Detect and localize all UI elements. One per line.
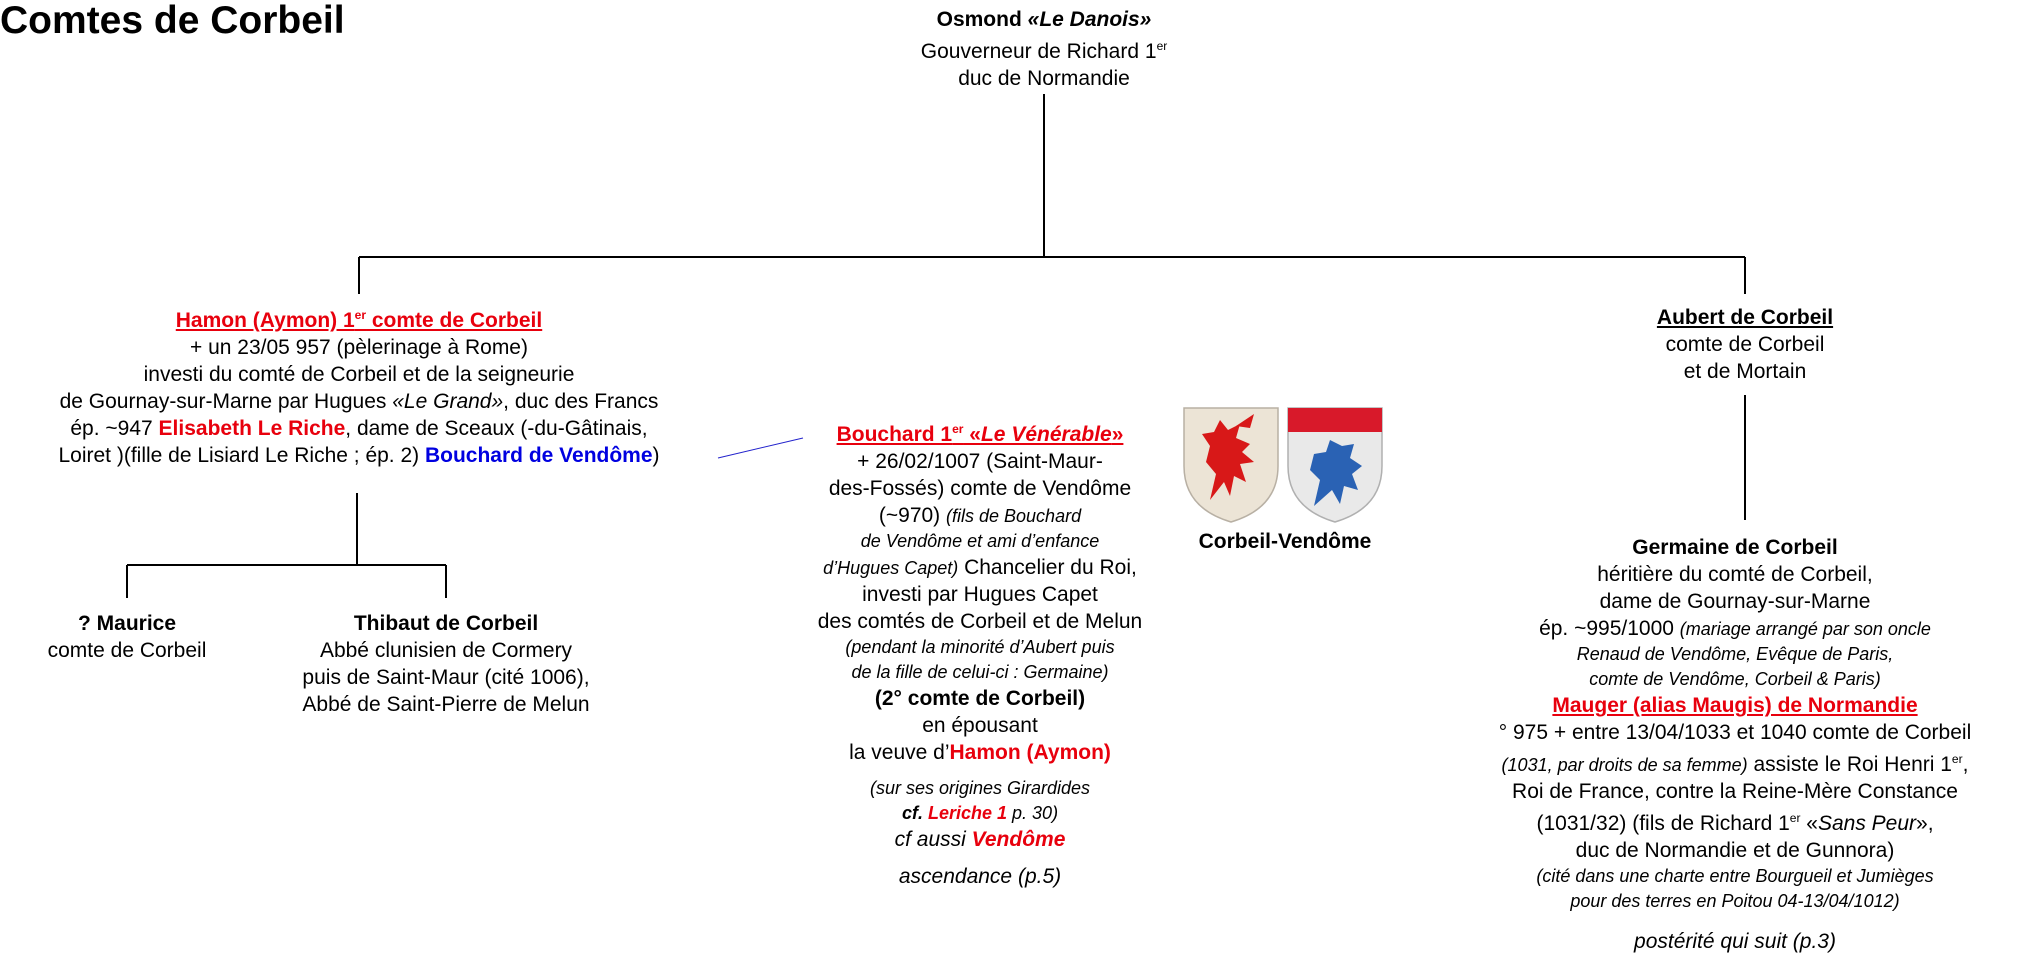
coat-of-arms-group: Corbeil-Vendôme [1180,404,1390,564]
thibaut-line3: Abbé de Saint-Pierre de Melun [302,693,590,716]
bouchard-line12a: la veuve d’ [849,741,950,764]
osmond-nickname: «Le Danois» [1027,8,1152,31]
bouchard-line4: de Vendôme et ami d’enfance [860,531,1100,551]
shield-corbeil-icon [1183,407,1279,523]
germaine-line11: (cité dans une charte entre Bourgueil et… [1536,866,1934,886]
bouchard-note2c: p. 30) [1012,803,1059,823]
person-osmond: Osmond «Le Danois» Gouverneur de Richard… [844,6,1244,92]
germaine-line10: duc de Normandie et de Gunnora) [1575,839,1895,862]
person-bouchard: Bouchard 1er «Le Vénérable» + 26/02/1007… [780,416,1180,890]
germaine-line9b: « [1800,812,1818,835]
bouchard-title-guillemet: « [963,423,981,446]
germaine-line3b: (mariage arrangé par son oncle [1679,619,1931,639]
hamon-title: Hamon (Aymon) 1 [175,309,355,332]
hamon-line1: + un 23/05 957 (pèlerinage à Rome) [190,336,528,359]
bouchard-title-sup: er [952,422,964,436]
bouchard-line2: des-Fossés) comte de Vendôme [828,477,1132,500]
germaine-line7b: assiste le Roi Henri 1 [1747,753,1952,776]
person-aubert: Aubert de Corbeil comte de Corbeil et de… [1595,304,1895,385]
osmond-line1-sup: er [1156,39,1168,53]
coats-of-arms [1183,407,1383,523]
bouchard-line6: investi par Hugues Capet [862,583,1098,606]
germaine-line9a: (1031/32) (fils de Richard 1 [1536,812,1790,835]
germaine-line6: ° 975 + entre 13/04/1033 et 1040 comte d… [1498,721,1972,744]
germaine-line5: comte de Vendôme, Corbeil & Paris) [1589,669,1881,689]
hamon-line2: investi du comté de Corbeil et de la sei… [143,363,575,386]
arms-caption: Corbeil-Vendôme [1198,530,1372,553]
bouchard-line11: en épousant [922,714,1038,737]
hamon-link-bouchard[interactable]: Bouchard de Vendôme [424,444,653,467]
hamon-title-rest: comte de Corbeil [366,309,543,332]
shield-vendome-icon [1287,407,1383,523]
bouchard-line3a: (~970) [878,504,947,527]
bouchard-line5b: Chancelier du Roi, [958,556,1137,579]
bouchard-note2a: cf. [901,803,923,823]
bouchard-link-leriche[interactable]: Leriche 1 [927,803,1008,823]
person-thibaut: Thibaut de Corbeil Abbé clunisien de Cor… [246,610,646,718]
maurice-name: ? Maurice [77,612,177,635]
bouchard-line5a: d’Hugues Capet) [823,558,959,578]
osmond-line1: Gouverneur de Richard 1 [920,40,1157,63]
germaine-link-posterite[interactable]: postérité qui suit (p.3) [1634,930,1836,953]
germaine-line7c: , [1962,753,1969,776]
aubert-name[interactable]: Aubert de Corbeil [1656,306,1834,329]
germaine-line7-sup: er [1951,752,1963,766]
germaine-line4: Renaud de Vendôme, Evêque de Paris, [1576,644,1894,664]
germaine-line9c: Sans Peur [1817,812,1917,835]
person-germaine: Germaine de Corbeil héritière du comté d… [1445,534,2025,955]
bouchard-line8: (pendant la minorité d’Aubert puis [845,637,1115,657]
hamon-line4c: , dame de Sceaux (-du-Gâtinais, [345,417,648,440]
hamon-title-sup: er [354,308,367,322]
hamon-line4a: ép. ~947 [70,417,159,440]
bouchard-line7: des comtés de Corbeil et de Melun [817,610,1143,633]
bouchard-title-end: » [1111,423,1124,446]
germaine-name: Germaine de Corbeil [1632,536,1838,559]
osmond-line2: duc de Normandie [958,67,1130,90]
hamon-line5c: ) [652,444,660,467]
bouchard-nickname: Le Vénérable [980,423,1112,446]
person-hamon: Hamon (Aymon) 1er comte de Corbeil + un … [4,302,714,469]
bouchard-line1: + 26/02/1007 (Saint-Maur- [857,450,1103,473]
germaine-line8: Roi de France, contre la Reine-Mère Cons… [1512,780,1958,803]
thibaut-line2: puis de Saint-Maur (cité 1006), [302,666,590,689]
page-title: Comtes de Corbeil [0,0,345,42]
germaine-line1: héritière du comté de Corbeil, [1597,563,1873,586]
germaine-line2: dame de Gournay-sur-Marne [1599,590,1871,613]
hamon-line5a: Loiret )(fille de Lisiard Le Riche ; ép.… [58,444,425,467]
bouchard-note1: (sur ses origines Girardides [869,778,1091,798]
hamon-line3c: , duc des Francs [503,390,659,413]
bouchard-link-ascendance[interactable]: ascendance (p.5) [898,865,1062,888]
thibaut-name: Thibaut de Corbeil [353,612,539,635]
germaine-line12: pour des terres en Poitou 04-13/04/1012) [1570,891,1900,911]
germaine-spouse-mauger[interactable]: Mauger (alias Maugis) de Normandie [1552,694,1918,717]
aubert-line1: comte de Corbeil [1665,333,1825,356]
bouchard-line9: de la fille de celui-ci : Germaine) [851,662,1109,682]
hamon-line3b: «Le Grand» [392,390,504,413]
germaine-line9-sup: er [1789,811,1801,825]
bouchard-note3a: cf aussi [894,828,972,851]
germaine-line3a: ép. ~995/1000 [1539,617,1680,640]
hamon-spouse-elisabeth: Elisabeth Le Riche [158,417,346,440]
aubert-line2: et de Mortain [1683,360,1807,383]
osmond-name: Osmond [936,8,1022,31]
hamon-line3a: de Gournay-sur-Marne par Hugues [59,390,393,413]
bouchard-line3b: (fils de Bouchard [946,506,1082,526]
bouchard-title[interactable]: Bouchard 1 [836,423,953,446]
thibaut-line1: Abbé clunisien de Cormery [319,639,573,662]
germaine-line9d: », [1916,812,1934,835]
bouchard-link-vendome[interactable]: Vendôme [971,828,1066,851]
person-maurice: ? Maurice comte de Corbeil [7,610,247,664]
bouchard-line10: (2° comte de Corbeil) [874,687,1086,710]
bouchard-link-hamon[interactable]: Hamon (Aymon) [949,741,1111,764]
germaine-line7a: (1031, par droits de sa femme) [1501,755,1748,775]
maurice-line1: comte de Corbeil [47,639,207,662]
